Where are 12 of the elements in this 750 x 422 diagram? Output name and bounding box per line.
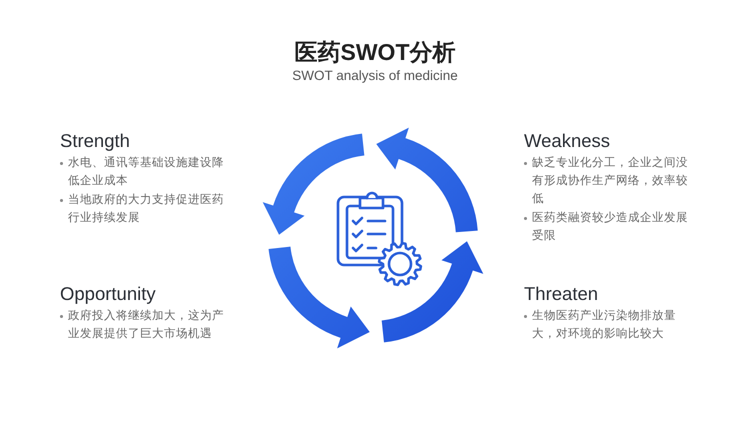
bullet-text: 当地政府的大力支持促进医药行业持续发展 [68,192,224,226]
section-heading: Threaten [524,283,598,305]
bullet-text: 政府投入将继续加大，这为产业发展提供了巨大市场机遇 [68,308,224,342]
bullet-text: 医药类融资较少造成企业发展受限 [532,210,688,244]
subtitle: SWOT analysis of medicine [292,67,458,84]
title: 医药SWOT分析 [294,38,456,66]
section-heading: Strength [60,130,130,152]
bullet-text: 生物医药产业污染物排放量大，对环境的影响比较大 [532,308,677,342]
bullet-text: 水电、通讯等基础设施建设降低企业成本 [68,156,224,189]
section-heading: Weakness [524,130,610,152]
section-heading: Opportunity [60,283,156,305]
bullet-text: 缺乏专业化分工，企业之间没有形成协作生产网络，效率较低 [532,155,688,207]
